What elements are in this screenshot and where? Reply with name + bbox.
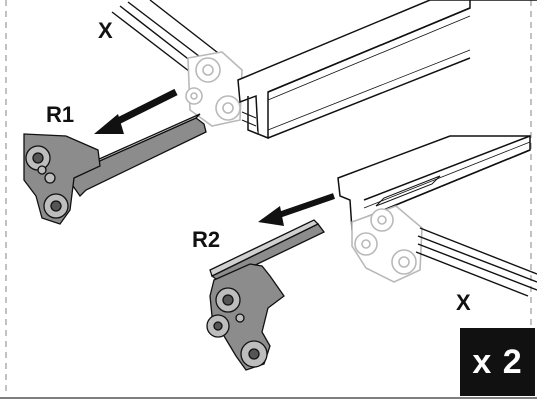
label-r1: R1	[46, 102, 75, 127]
bracket-r1	[23, 113, 207, 225]
bracket-r2	[206, 219, 325, 371]
arrow-r2	[258, 193, 335, 226]
quantity-badge: x 2	[460, 328, 535, 396]
frame-rail-top	[111, 0, 223, 79]
label-x-bottom: X	[456, 290, 471, 315]
label-r2: R2	[192, 227, 221, 252]
quantity-text: x 2	[472, 342, 523, 381]
label-x-top: X	[98, 18, 113, 43]
frame-rail-bottom	[415, 227, 537, 297]
connector-ghost-bottom	[351, 205, 423, 283]
profile-beam-top	[237, 0, 471, 140]
connector-ghost-top	[185, 51, 243, 127]
arrow-r1	[94, 88, 178, 134]
